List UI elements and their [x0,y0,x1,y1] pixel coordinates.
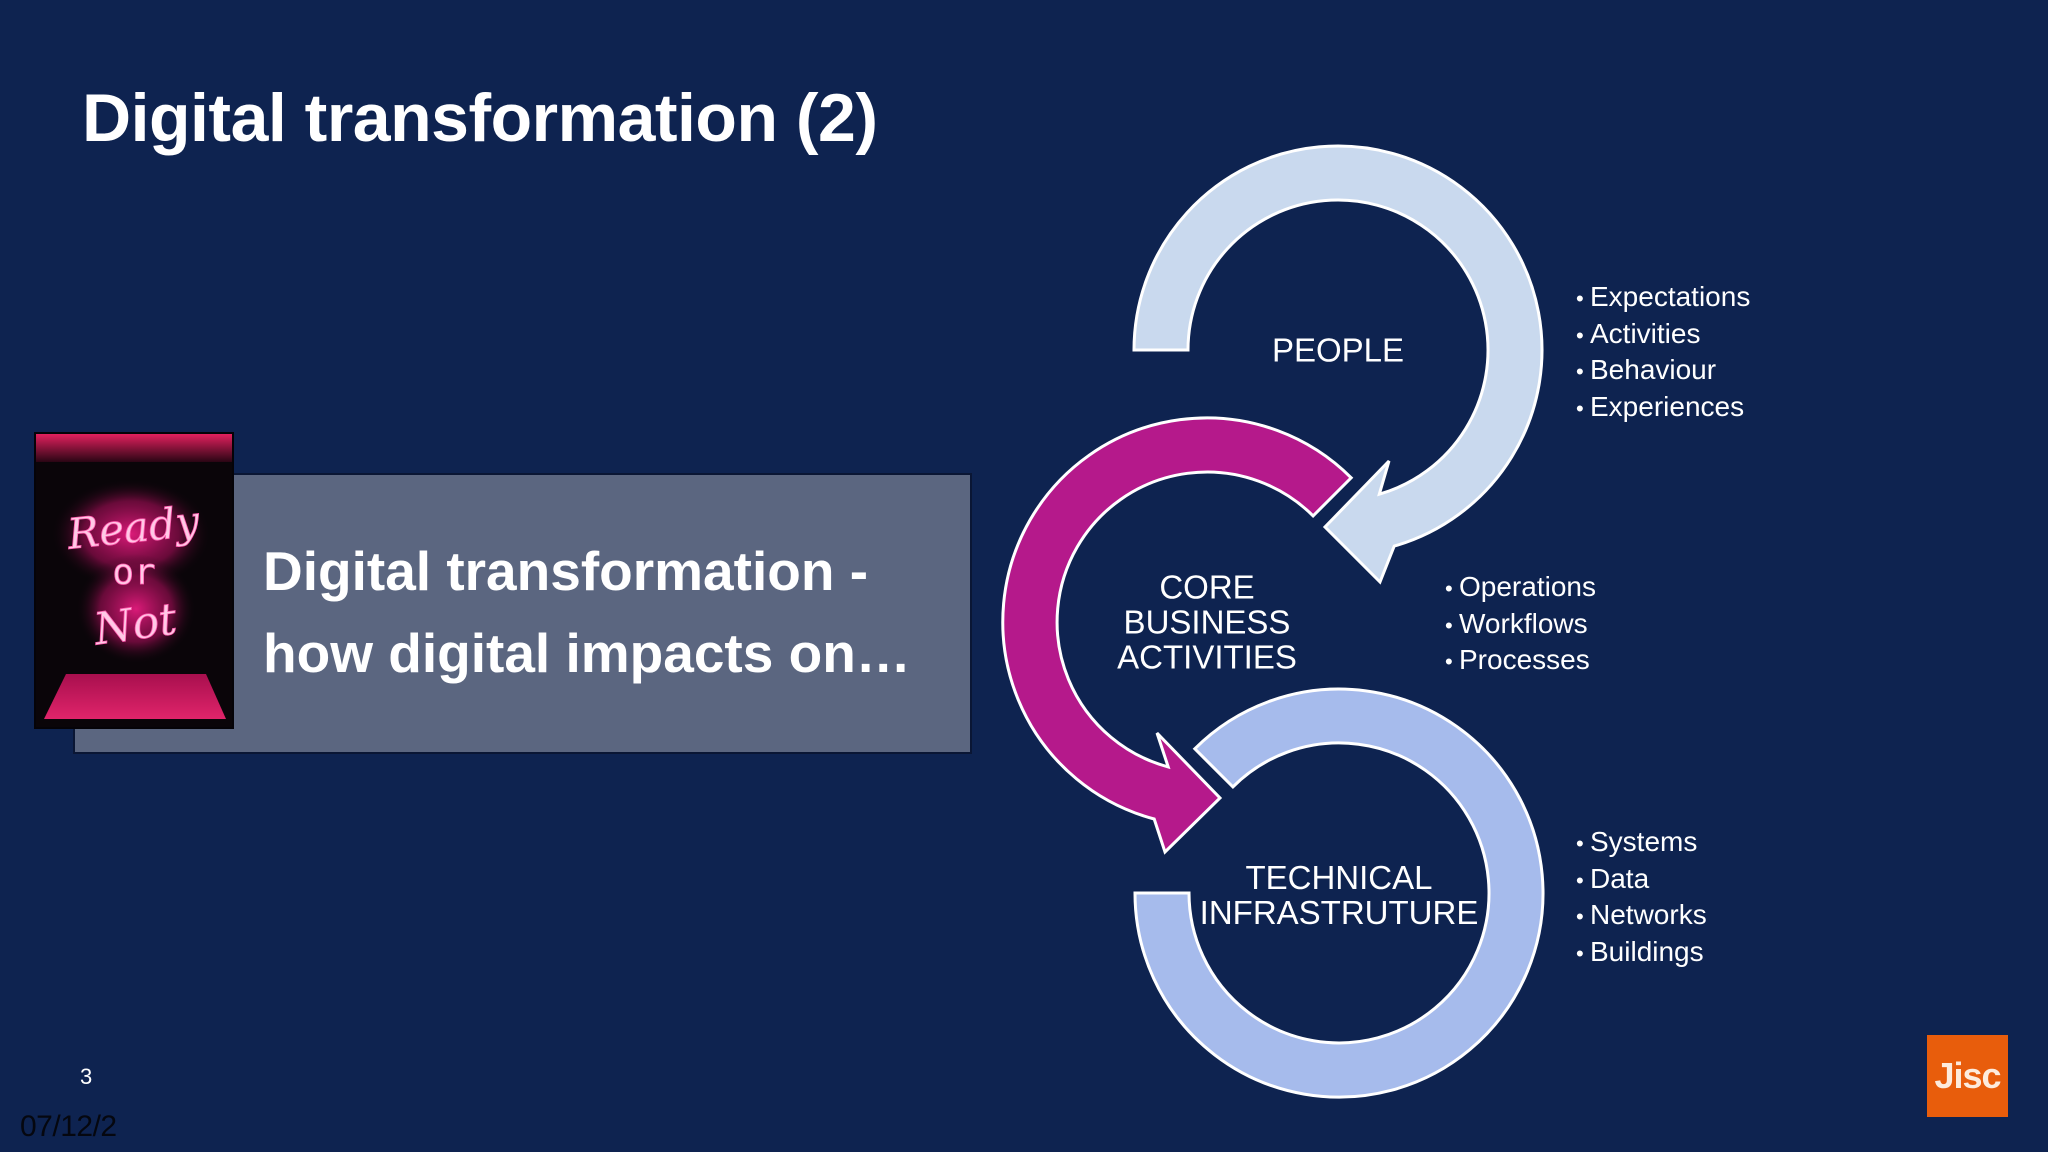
subtitle-text: Digital transformation - how digital imp… [263,530,963,694]
core-business-bullet-list: Operations Workflows Processes [1445,570,1596,680]
core-business-label: CORE BUSINESS ACTIVITIES [1117,568,1297,676]
list-item: Experiences [1576,390,1750,427]
list-item: Data [1576,862,1707,899]
jisc-logo-text: Jisc [1934,1055,2001,1096]
jisc-logo: Jisc [1927,1035,2008,1117]
list-item: Systems [1576,825,1707,862]
list-item: Processes [1445,643,1596,680]
technical-infrastructure-ring [1133,687,1545,1099]
people-bullet-list: Expectations Activities Behaviour Experi… [1576,280,1750,426]
list-item: Buildings [1576,935,1707,972]
core-business-ring-arrow [1001,416,1354,855]
subtitle-line-2: how digital impacts on… [263,622,911,684]
list-item: Expectations [1576,280,1750,317]
slide-title: Digital transformation (2) [82,80,878,156]
list-item: Workflows [1445,607,1596,644]
svg-text:Not: Not [90,593,180,655]
slide-date: 07/12/2 [20,1110,117,1143]
list-item: Activities [1576,317,1750,354]
neon-sign-icon: Ready or Not [36,434,232,727]
ready-or-not-neon-image: Ready or Not [34,432,234,729]
subtitle-line-1: Digital transformation - [263,540,869,602]
page-number: 3 [80,1064,93,1089]
list-item: Networks [1576,898,1707,935]
technical-infrastructure-label: TECHNICAL INFRASTRUTURE [1199,859,1479,931]
list-item: Behaviour [1576,353,1750,390]
people-ring-arrow [1132,144,1544,585]
list-item: Operations [1445,570,1596,607]
svg-text:or: or [112,552,155,593]
technical-bullet-list: Systems Data Networks Buildings [1576,825,1707,971]
people-label: PEOPLE [1271,331,1405,369]
